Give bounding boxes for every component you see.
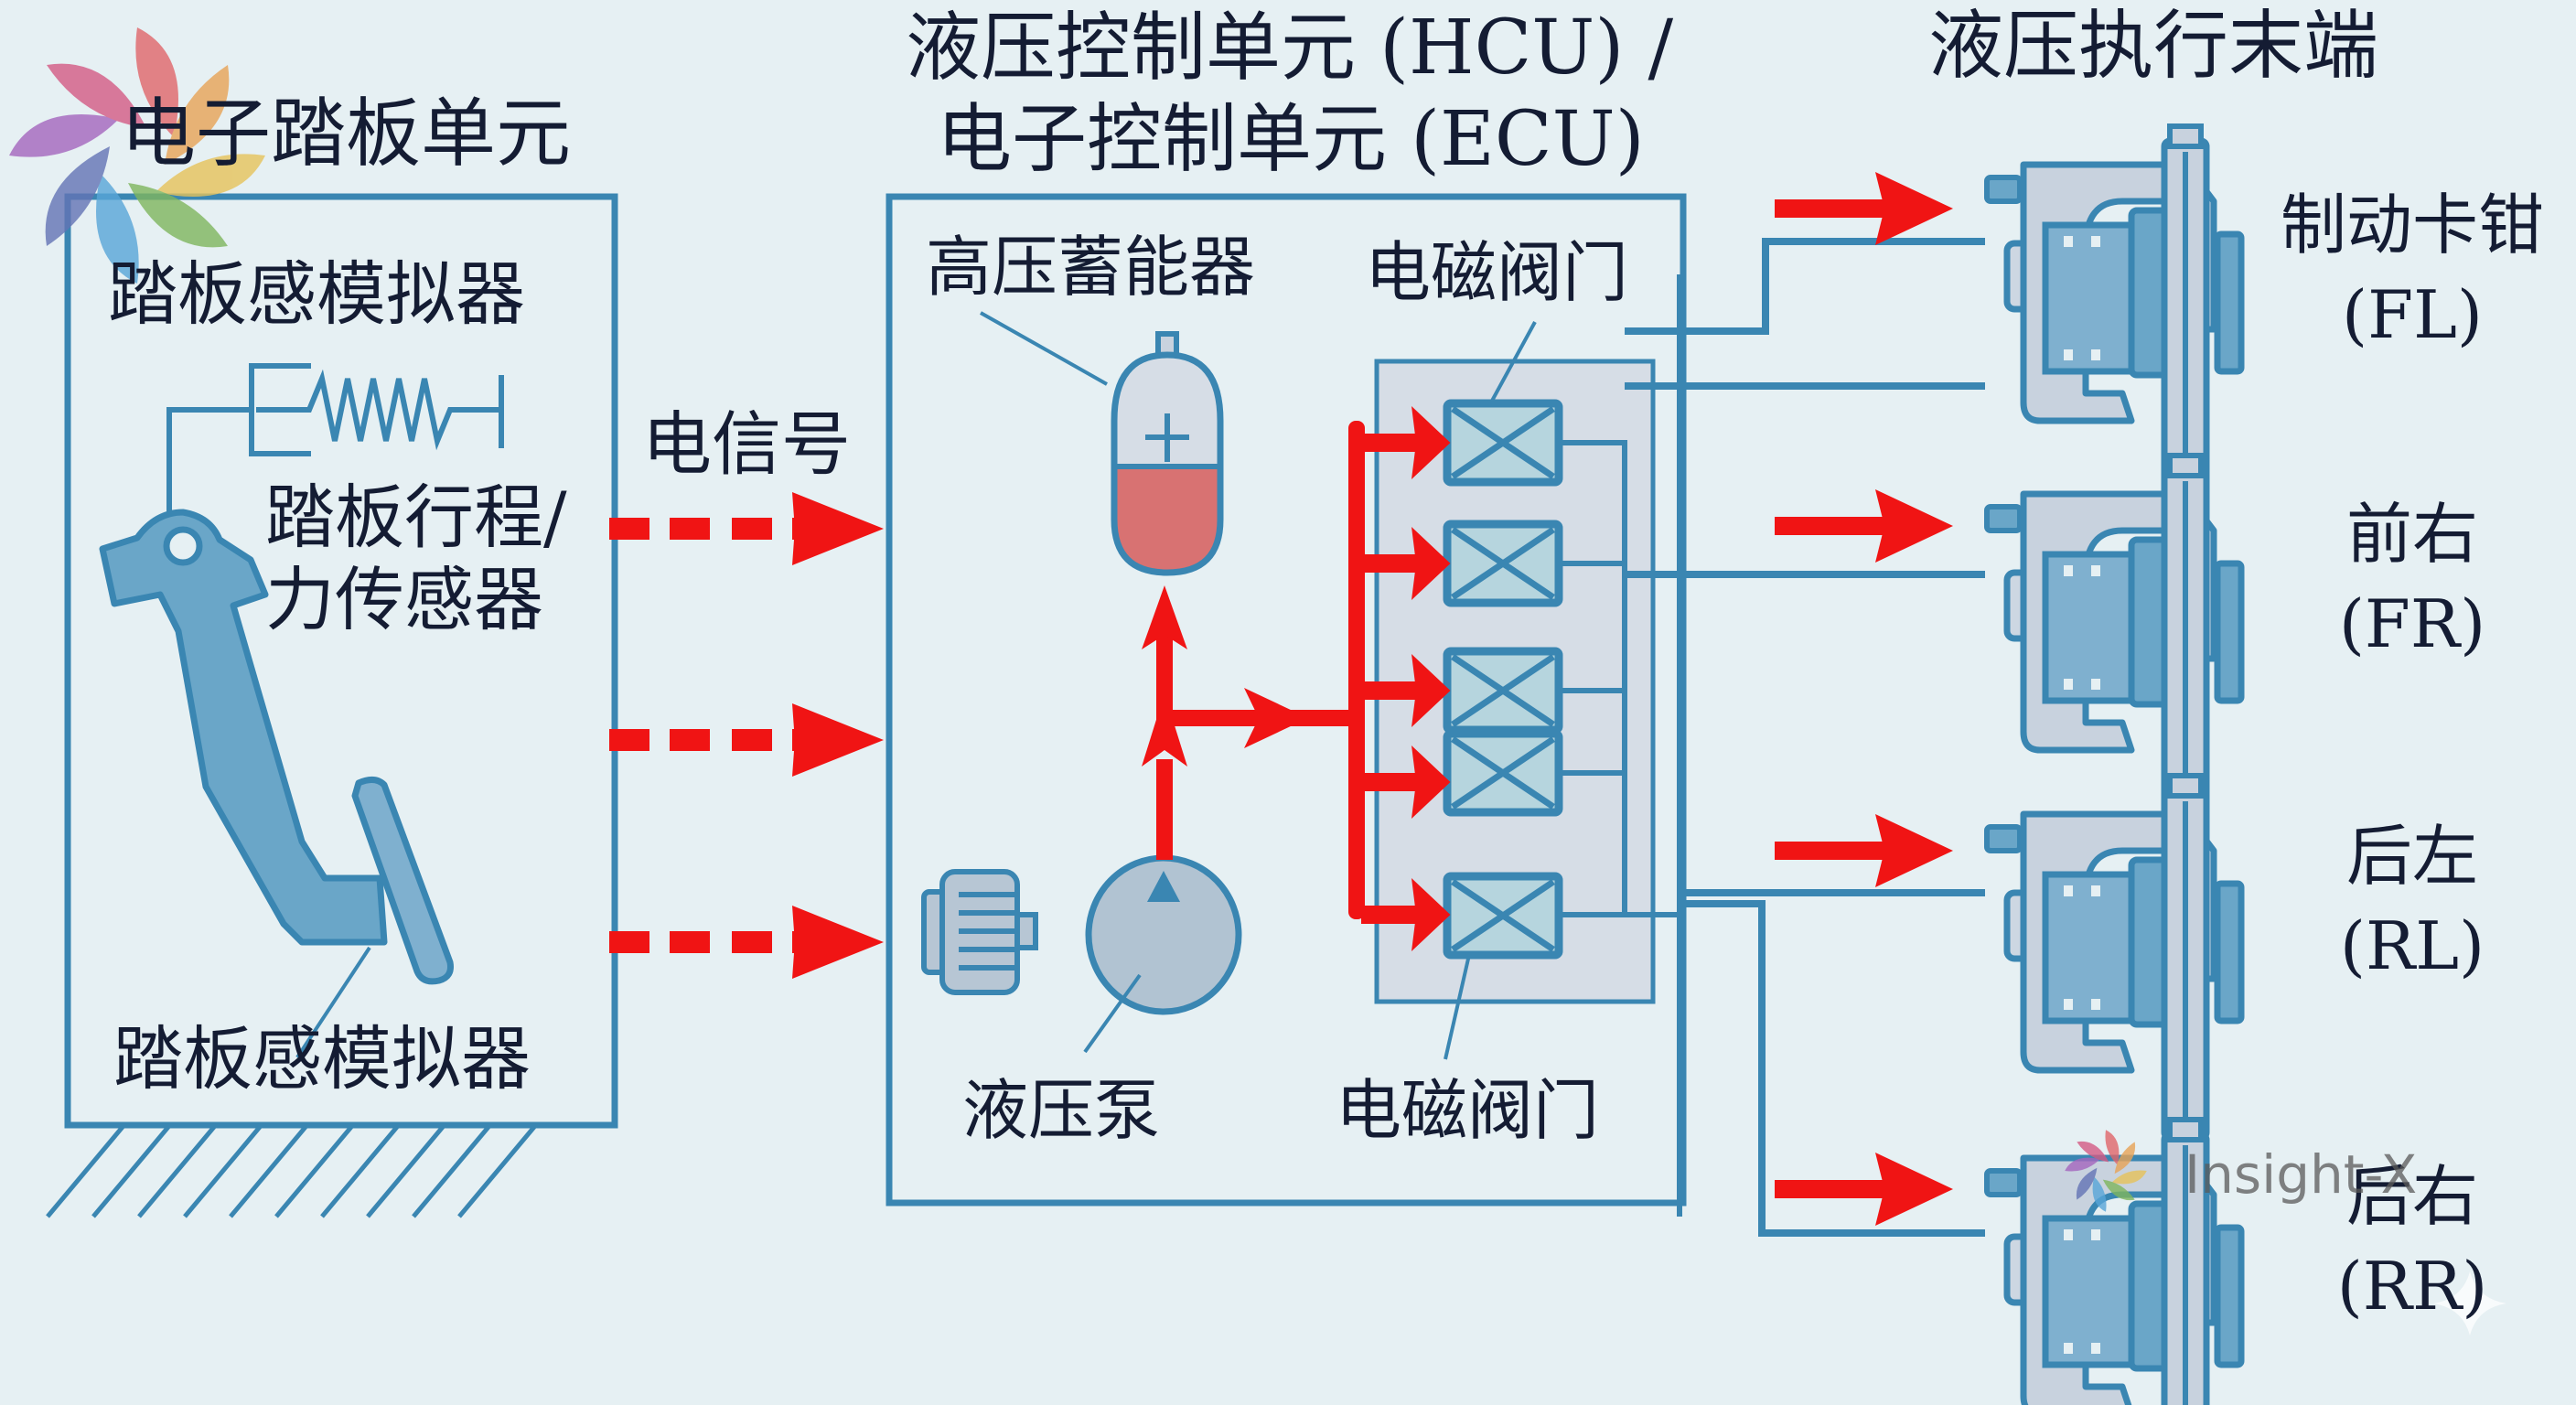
solenoid-valve-4 — [1447, 734, 1559, 812]
solenoid-valve-5 — [1447, 876, 1559, 955]
caliper-rl-code: (RL) — [2339, 907, 2485, 984]
accumulator-leader-line — [980, 311, 1108, 386]
simulator-label-top: 踏板感模拟器 — [108, 253, 525, 335]
caliper-fl — [1987, 126, 2241, 488]
pressure-arrow-fr — [1775, 489, 1953, 563]
motor-icon — [921, 869, 1038, 995]
brake-pedal-icon — [99, 509, 454, 985]
caliper-fr-code: (FR) — [2338, 585, 2486, 662]
pressure-arrow-fl — [1775, 172, 1953, 245]
pressure-arrow-rl — [1775, 814, 1953, 887]
sparkle-icon — [2433, 1271, 2506, 1335]
watermark-text: Insight-X — [2184, 1143, 2418, 1206]
valve-label-top: 电磁阀门 — [1365, 234, 1629, 311]
valve-leader-top — [1489, 321, 1537, 403]
caliper-fr — [1987, 456, 2241, 818]
caliper-fl-code: (FL) — [2342, 276, 2483, 353]
signal-arrow-1 — [609, 492, 884, 565]
sensor-label-line1: 踏板行程/ — [265, 477, 567, 558]
pedal-unit-title: 电子踏板单元 — [121, 91, 572, 177]
actuators-title: 液压执行末端 — [1928, 3, 2379, 90]
caliper-rr-code: (RR) — [2336, 1248, 2488, 1325]
signal-label: 电信号 — [642, 403, 851, 485]
pedal-unit-box — [64, 193, 618, 1129]
valve-label-bottom: 电磁阀门 — [1336, 1072, 1600, 1149]
signal-arrow-3 — [609, 906, 884, 979]
accumulator-icon — [1111, 331, 1224, 576]
control-unit-title-line1: 液压控制单元 (HCU) / — [906, 5, 1674, 91]
hydraulic-flow-arrows — [1142, 421, 1365, 919]
signal-arrow-2 — [609, 703, 884, 777]
ground-hatch — [46, 1125, 536, 1218]
solenoid-valve-3 — [1447, 651, 1559, 730]
pump-leader-line — [1083, 973, 1142, 1054]
brand-logo-icon — [9, 27, 265, 284]
valve-output-lines — [1559, 274, 1682, 1217]
pump-label: 液压泵 — [962, 1072, 1161, 1149]
brake-lines — [1625, 238, 1985, 1237]
simulator-leader-line — [295, 946, 371, 1059]
control-unit-box — [886, 193, 1687, 1207]
accumulator-label: 高压蓄能器 — [926, 229, 1256, 306]
caliper-fr-name: 前右 — [2345, 496, 2478, 573]
solenoid-valve-1 — [1447, 403, 1559, 482]
control-unit-title-line2: 电子控制单元 (ECU) — [937, 96, 1645, 183]
simulator-label-bottom: 踏板感模拟器 — [113, 1018, 531, 1099]
pressure-arrow-rr — [1775, 1153, 1953, 1226]
caliper-rl-name: 后左 — [2345, 818, 2478, 895]
caliper-fl-name: 制动卡钳 — [2280, 187, 2544, 263]
watermark-logo-icon — [2065, 1130, 2147, 1212]
sensor-label-line2: 力传感器 — [265, 559, 543, 640]
caliper-rr-name: 后右 — [2345, 1158, 2478, 1235]
hydraulic-pump-icon — [1085, 854, 1242, 1015]
spring-simulator-icon — [166, 363, 504, 512]
caliper-rl — [1987, 776, 2241, 1138]
solenoid-valve-2 — [1447, 524, 1559, 603]
